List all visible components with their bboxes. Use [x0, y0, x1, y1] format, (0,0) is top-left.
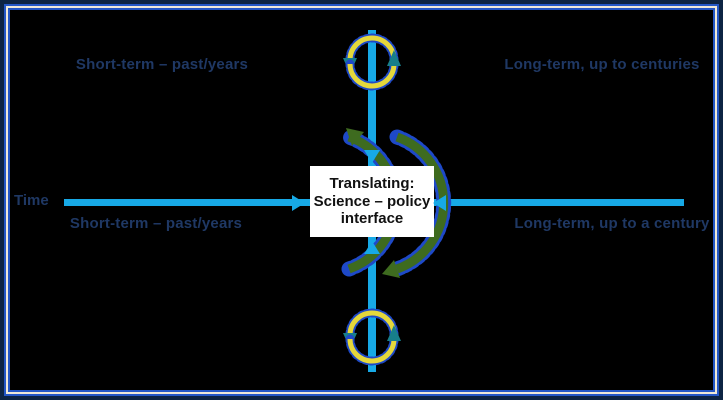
quadrant-label-top-right: Long-term, up to centuries	[504, 56, 700, 73]
quadrant-label-top-left: Short-term – past/years	[75, 56, 249, 73]
arrowhead-into-box-bottom	[364, 241, 380, 254]
box-line-1: Translating:	[329, 174, 415, 192]
time-axis-label: Time	[14, 192, 49, 209]
quadrant-label-bottom-right: Long-term, up to a century	[514, 215, 710, 232]
arrowhead-into-box-top	[364, 150, 380, 163]
arrowhead-into-box-right	[433, 195, 446, 211]
cycle-arrows-icon-top	[343, 33, 401, 91]
translating-interface-box: Translating: Science – policy interface	[310, 166, 434, 237]
box-line-3: interface	[340, 210, 404, 228]
arrowhead-into-box-left	[292, 195, 305, 211]
box-line-2: Science – policy	[313, 192, 431, 210]
quadrant-label-bottom-left: Short-term – past/years	[69, 215, 243, 232]
cycle-arrows-icon-bottom	[343, 308, 401, 366]
